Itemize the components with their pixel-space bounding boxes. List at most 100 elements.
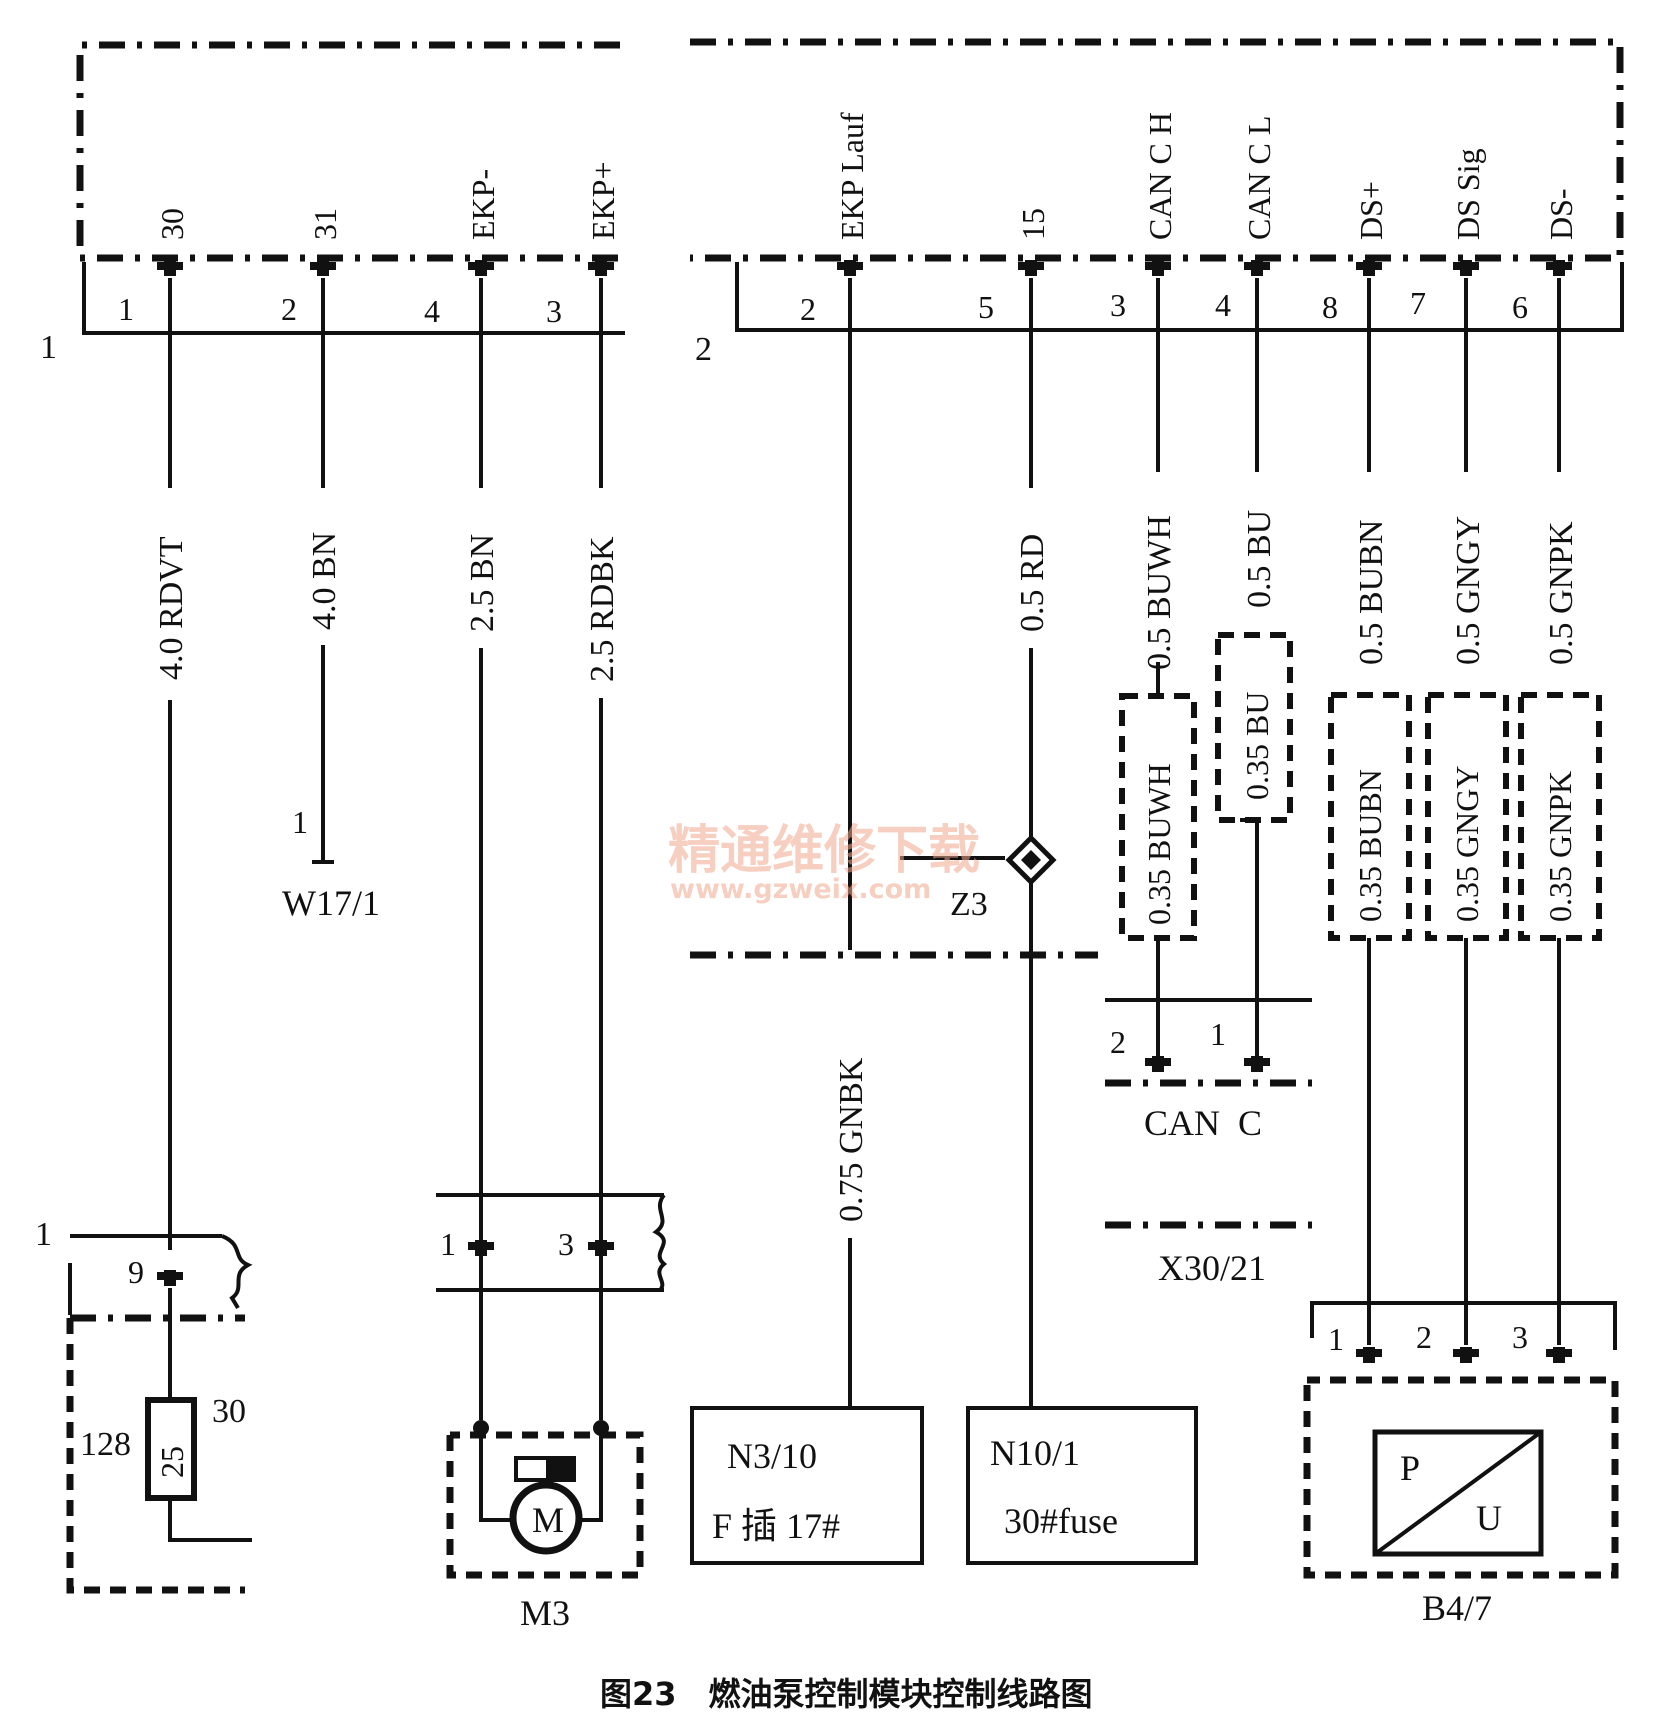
fuse-value: 25 <box>154 1446 190 1478</box>
pin-can-c-l: CAN C L 4 <box>1215 116 1277 323</box>
watermark-line2: www.gzweix.com <box>670 874 931 905</box>
connector-1-id: 1 <box>40 329 57 366</box>
pin-ds-minus: DS- 6 <box>1512 188 1579 325</box>
pin-name-15: 15 <box>1015 208 1051 240</box>
pin-num-ds-minus: 6 <box>1512 289 1528 325</box>
pin-can-c-h: CAN C H 3 <box>1110 112 1178 323</box>
pump-pin-1: 1 <box>440 1226 456 1262</box>
pump-connector: 1 3 <box>436 1193 668 1292</box>
sensor-pin-1: 1 <box>1328 1321 1344 1357</box>
pin-name-ds-sig: DS Sig <box>1450 148 1486 240</box>
wire-ds-sig: 0.5 GNGY 0.35 GNGY <box>1425 278 1509 1345</box>
pin-ds-sig: DS Sig 7 <box>1410 148 1486 321</box>
wire-can-c-h: 0.5 BUWH 0.35 BUWH <box>1119 278 1197 1058</box>
pin-num-can-c-l: 4 <box>1215 287 1231 323</box>
box-n10-line2: 30#fuse <box>1004 1501 1118 1541</box>
pin-ekp-lauf: EKP Lauf 2 <box>800 112 870 327</box>
fuse-pin: 9 <box>128 1254 144 1290</box>
box-n3-10: N3/10 F 插 17# <box>690 1406 924 1565</box>
pin-name-ekp-lauf: EKP Lauf <box>834 112 870 240</box>
wire2-label-ds-minus: 0.35 GNPK <box>1542 771 1578 922</box>
wire-label-ds-sig: 0.5 GNGY <box>1450 516 1487 665</box>
can-label: CAN C <box>1144 1103 1262 1143</box>
connector-1: 1 <box>40 262 625 366</box>
motor-symbol: M <box>532 1500 564 1540</box>
pin-num-ds-plus: 8 <box>1322 289 1338 325</box>
connector-2: 2 <box>695 262 1624 368</box>
watermark: 精通维修下载 www.gzweix.com <box>668 821 980 905</box>
can-pin-2: 2 <box>1110 1024 1126 1060</box>
connector-2-id: 2 <box>695 331 712 368</box>
wire2-label-can-h: 0.35 BUWH <box>1141 763 1177 925</box>
splice-label: Z3 <box>950 886 988 923</box>
pin-name-can-c-l: CAN C L <box>1241 116 1277 240</box>
sensor-b4-7: 1 2 3 P U B4/7 <box>1303 1301 1619 1628</box>
pin-name-can-c-h: CAN C H <box>1142 112 1178 240</box>
wire-can-c-l: 0.5 BU 0.35 BU <box>1215 278 1293 1058</box>
wire-30: 4.0 RDVT <box>153 278 190 1250</box>
wire-ekp-plus: 2.5 RDBK <box>584 278 621 1420</box>
sensor-p: P <box>1400 1448 1420 1488</box>
box-n3-line2: F 插 17# <box>712 1506 840 1546</box>
wire-label-can-h: 0.5 BUWH <box>1141 515 1178 670</box>
sensor-pin-2: 2 <box>1416 1319 1432 1355</box>
pump-pin-3: 3 <box>558 1226 574 1262</box>
wire2-label-ds-plus: 0.35 BUBN <box>1352 769 1388 922</box>
fuse-connector-id: 1 <box>35 1216 52 1253</box>
wire-label-30: 4.0 RDVT <box>153 536 190 680</box>
wire-ds-plus: 0.5 BUBN 0.35 BUBN <box>1328 278 1412 1345</box>
pin-num-31: 2 <box>281 291 297 327</box>
pin-num-ekp-minus: 4 <box>424 293 440 329</box>
sensor-pin-3: 3 <box>1512 1319 1528 1355</box>
can-pin-1: 1 <box>1210 1016 1226 1052</box>
wire-15: 0.5 RD <box>1014 278 1051 1408</box>
pin-name-ds-plus: DS+ <box>1353 181 1389 240</box>
sensor-u: U <box>1476 1498 1502 1538</box>
wire-label-15: 0.5 RD <box>1014 534 1051 632</box>
ground-pin: 1 <box>292 804 308 840</box>
fuel-pump-m3: M M3 <box>446 1420 644 1633</box>
pin-name-ekp-minus: EKP- <box>465 169 501 240</box>
wire-ds-minus: 0.5 GNPK 0.35 GNPK <box>1518 278 1602 1345</box>
fuse-left-label: 128 <box>80 1426 131 1463</box>
wire-label-ekp-lauf: 0.75 GNBK <box>833 1057 870 1222</box>
wire-label-ds-plus: 0.5 BUBN <box>1353 520 1390 665</box>
box-n3-line1: N3/10 <box>727 1436 817 1476</box>
box-n10-1: N10/1 30#fuse <box>966 1406 1198 1565</box>
pin-ds-plus: DS+ 8 <box>1322 181 1389 325</box>
pin-name-30: 30 <box>154 208 190 240</box>
wire-label-ekp-minus: 2.5 BN <box>464 534 501 632</box>
watermark-line1: 精通维修下载 <box>668 821 980 881</box>
pin-num-15: 5 <box>978 289 994 325</box>
splice-z3: Z3 <box>900 834 1057 923</box>
sensor-label: B4/7 <box>1422 1588 1492 1628</box>
wire-31: 4.0 BN <box>306 278 343 864</box>
pin-name-ekp-plus: EKP+ <box>585 162 621 241</box>
pin-31: 31 2 <box>281 208 343 327</box>
fuse-block: 1 9 128 30 25 <box>35 1216 253 1594</box>
wire2-label-can-l: 0.35 BU <box>1239 692 1275 800</box>
figure-caption: 图23 燃油泵控制模块控制线路图 <box>600 1675 1093 1713</box>
pin-num-30: 1 <box>118 291 134 327</box>
pump-label: M3 <box>520 1593 570 1633</box>
pin-num-ekp-lauf: 2 <box>800 291 816 327</box>
module-housing <box>76 38 1624 262</box>
wire-label-can-l: 0.5 BU <box>1241 510 1278 608</box>
pin-name-ds-minus: DS- <box>1543 188 1579 240</box>
motor-icon <box>509 1481 583 1555</box>
pin-15: 15 5 <box>978 208 1051 325</box>
wire-label-ekp-plus: 2.5 RDBK <box>584 536 621 682</box>
pin-ekp-minus: EKP- 4 <box>424 169 501 329</box>
fuse-right-label: 30 <box>212 1393 246 1430</box>
wire-ekp-lauf: 0.75 GNBK <box>833 278 870 1408</box>
box-n10-line1: N10/1 <box>990 1433 1080 1473</box>
pin-num-ekp-plus: 3 <box>546 293 562 329</box>
wire2-label-ds-sig: 0.35 GNGY <box>1449 766 1485 922</box>
can-c-connector: 2 1 CAN C X30/21 <box>1105 998 1312 1288</box>
ground-label: W17/1 <box>282 883 380 923</box>
ground-w17-1: 1 W17/1 <box>282 804 380 923</box>
wire-label-31: 4.0 BN <box>306 532 343 630</box>
bus-label: X30/21 <box>1158 1248 1266 1288</box>
pin-30: 30 1 <box>118 208 190 327</box>
